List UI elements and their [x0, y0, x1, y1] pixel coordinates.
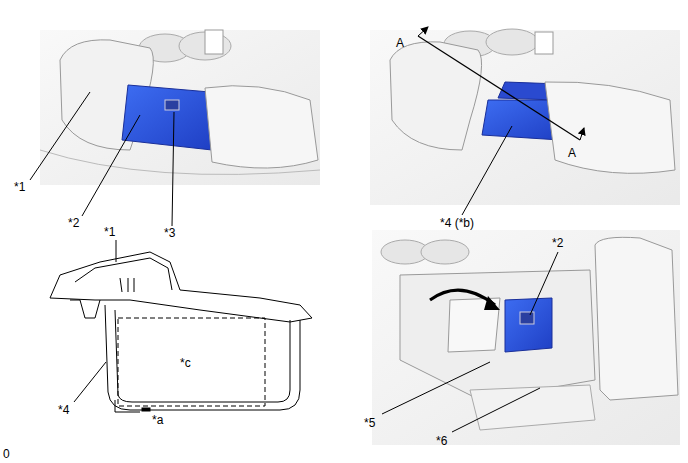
callout-label: *3 — [164, 226, 175, 240]
callout-label: *2 — [552, 236, 563, 250]
console-view-3 — [372, 230, 680, 445]
callout-label: *a — [152, 413, 163, 427]
console-view-2 — [370, 27, 680, 215]
console-view-1 — [30, 30, 320, 226]
callout-label: *2 — [68, 216, 79, 230]
callout-label: 0 — [3, 447, 10, 461]
callout-label: A — [568, 146, 576, 160]
section-view — [50, 240, 312, 412]
callout-label: *1 — [14, 180, 25, 194]
callout-label: *5 — [364, 416, 375, 430]
callout-label: *c — [180, 356, 191, 370]
callout-label: *6 — [436, 434, 447, 448]
callout-label: *1 — [104, 225, 115, 239]
callout-label: *4 — [58, 403, 69, 417]
callout-label: *4 (*b) — [440, 216, 474, 230]
callout-label: A — [396, 36, 404, 50]
